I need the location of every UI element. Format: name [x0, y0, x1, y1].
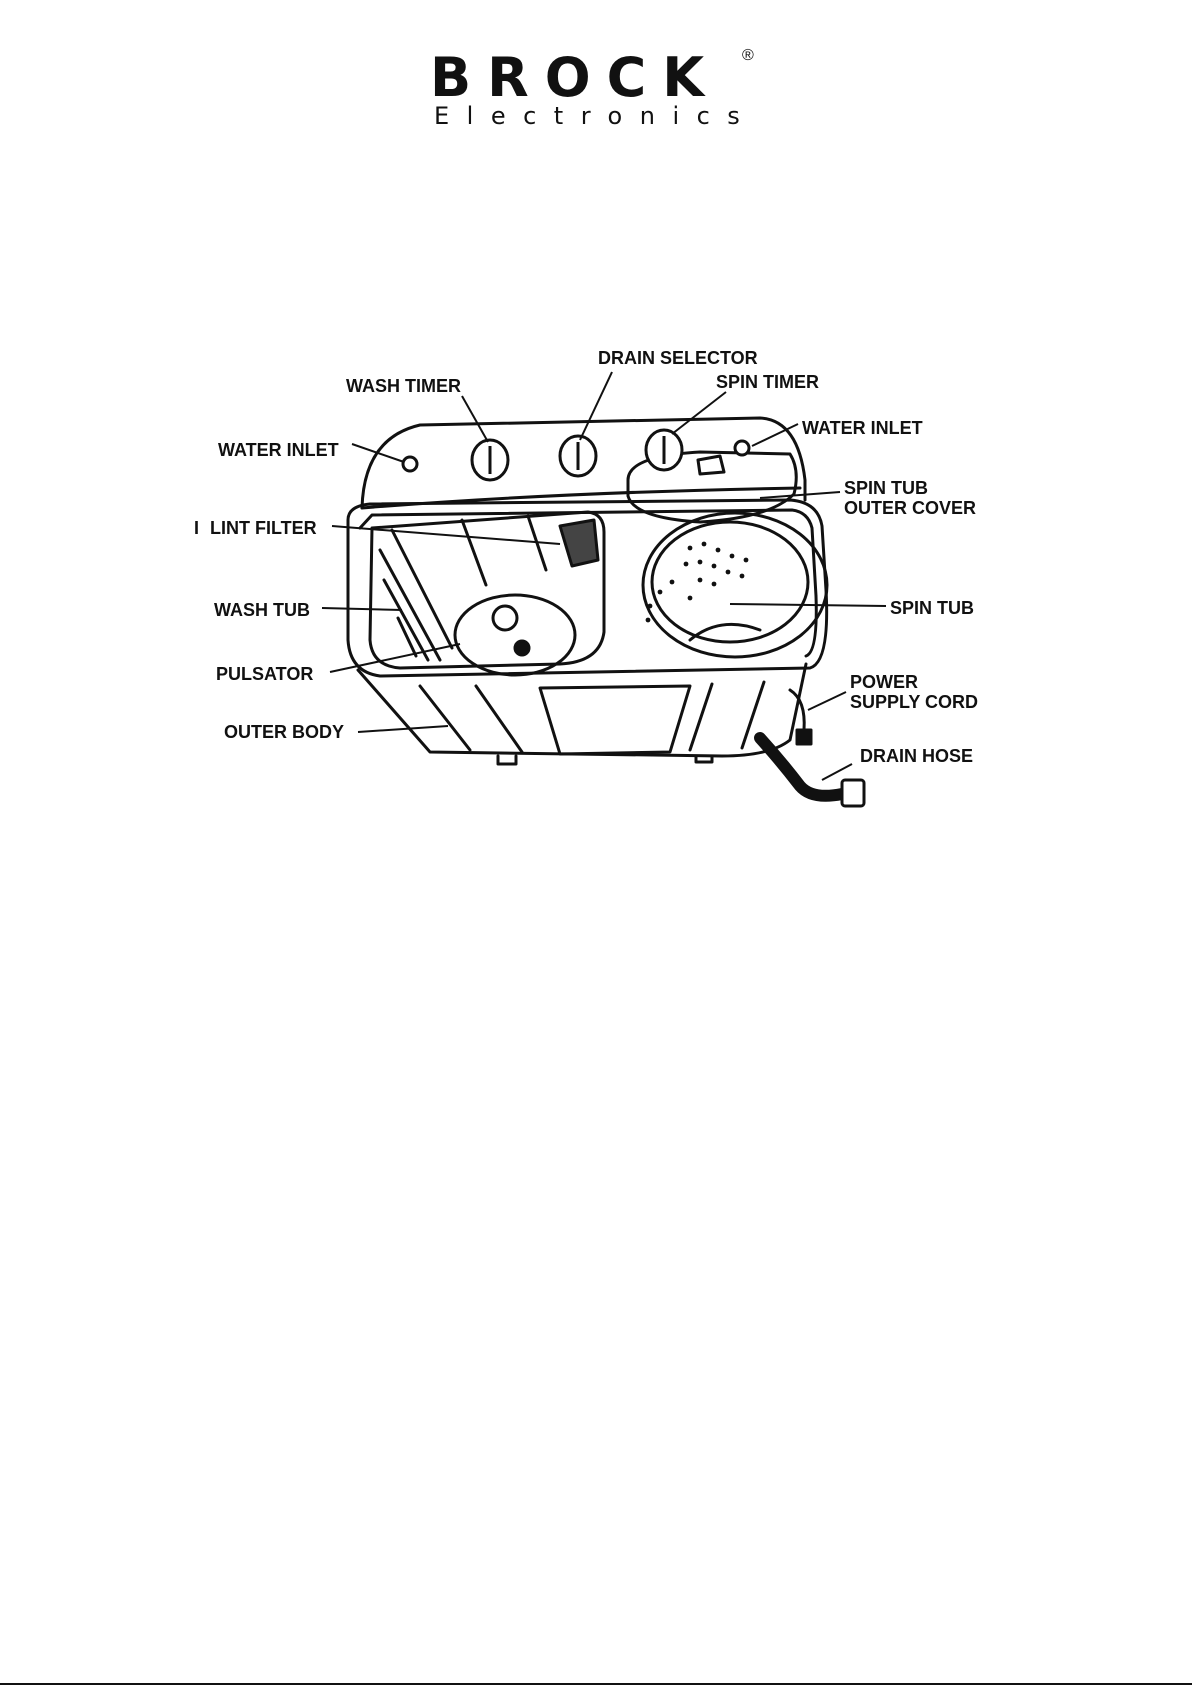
label-power-supply-cord-1: POWER — [850, 672, 918, 692]
outer-body — [358, 664, 806, 756]
label-wash-timer: WASH TIMER — [346, 376, 461, 396]
label-spin-tub-outer-cover-2: OUTER COVER — [844, 498, 976, 518]
label-pulsator: PULSATOR — [216, 664, 313, 684]
leader-drain-selector — [580, 372, 612, 440]
label-power-supply-cord-2: SUPPLY CORD — [850, 692, 978, 712]
outer-body-panel-left — [420, 686, 470, 750]
outer-body-panel-right — [690, 684, 712, 750]
label-water-inlet-right: WATER INLET — [802, 418, 923, 438]
label-spin-tub-outer-cover-1: SPIN TUB — [844, 478, 928, 498]
label-lint-filter-prefix: I — [194, 518, 199, 538]
leader-power-supply-cord — [808, 692, 846, 710]
spin-cover-latch — [698, 456, 724, 474]
label-drain-selector: DRAIN SELECTOR — [598, 348, 758, 368]
label-spin-timer: SPIN TIMER — [716, 372, 819, 392]
label-water-inlet-left: WATER INLET — [218, 440, 339, 460]
leader-wash-tub — [322, 608, 402, 610]
label-lint-filter: LINT FILTER — [210, 518, 317, 538]
foot-left — [498, 756, 516, 764]
leader-spin-tub-outer-cover — [760, 492, 840, 498]
wash-tub-back-rib-1 — [462, 520, 486, 585]
label-drain-hose: DRAIN HOSE — [860, 746, 973, 766]
drain-hose-end — [842, 780, 864, 806]
water-inlet-right-hole — [735, 441, 749, 455]
drain-hose — [760, 738, 842, 796]
leader-water-inlet-left — [352, 444, 404, 462]
label-wash-tub: WASH TUB — [214, 600, 310, 620]
leader-spin-tub — [730, 604, 886, 606]
water-inlet-left-hole — [403, 457, 417, 471]
leader-drain-hose — [822, 764, 852, 780]
lint-filter — [560, 520, 598, 566]
pulsator-hub — [493, 606, 517, 630]
leader-lint-filter — [332, 526, 560, 544]
pulsator-center — [515, 641, 529, 655]
label-outer-body: OUTER BODY — [224, 722, 344, 742]
leader-outer-body — [358, 726, 448, 732]
outer-body-panel-center — [540, 686, 690, 754]
label-spin-tub: SPIN TUB — [890, 598, 974, 618]
spin-tub-rim — [643, 513, 827, 657]
wash-tub-wall-hatch-2 — [384, 580, 428, 660]
outer-body-panel-left-2 — [476, 686, 522, 752]
pulsator — [455, 595, 575, 675]
leader-spin-timer — [672, 392, 726, 434]
panel-front-edge — [362, 488, 800, 508]
power-plug — [797, 730, 811, 744]
leader-wash-timer — [462, 396, 488, 442]
